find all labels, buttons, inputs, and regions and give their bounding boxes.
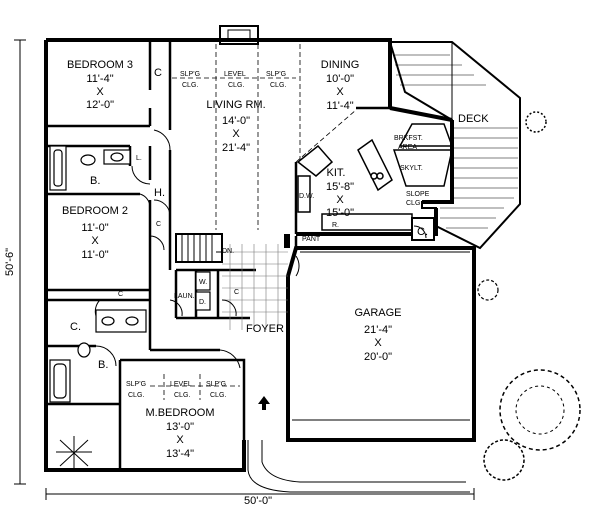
dining-depth: 11'-4": [326, 100, 353, 112]
dining-x: X: [336, 86, 344, 98]
garage: [286, 246, 476, 442]
washer-label: W.: [199, 279, 207, 286]
slpg-right: SLP'G: [266, 71, 286, 78]
kitchen-counters: [296, 123, 454, 231]
master-depth: 13'-4": [166, 448, 194, 460]
skylight-label: SKYLT.: [400, 165, 423, 172]
room-master-bedroom: M.BEDROOM 13'-0" X 13'-4": [145, 407, 214, 460]
pantry-closet-label: C.: [417, 226, 428, 238]
dining-width: 10'-0": [326, 73, 354, 85]
dimension-depth-label: 50'-6": [4, 248, 16, 276]
laundry-label: LAUN.: [174, 293, 195, 300]
living-width: 14'-0": [222, 115, 250, 127]
room-living: LIVING RM. 14'-0" X 21'-4": [206, 99, 265, 154]
master-closet-label: C.: [70, 321, 81, 333]
dimension-width: 50'-0": [45, 488, 475, 507]
exterior-walls: [44, 38, 454, 472]
room-garage: GARAGE 21'-4" X 20'-0": [354, 307, 401, 363]
master-name: M.BEDROOM: [145, 407, 214, 419]
level-mid: LEVEL: [224, 71, 246, 78]
master-bath-label: B.: [98, 359, 108, 371]
laundry-appliances: [195, 271, 211, 311]
closet-hall-1: C: [156, 221, 161, 228]
room-kitchen: KIT. 15'-8" X 15'-0": [326, 167, 354, 219]
clg-left: CLG.: [182, 82, 198, 89]
garage-depth: 20'-0": [364, 351, 392, 363]
ceiling-lines: [150, 44, 357, 400]
walkway: [247, 440, 470, 493]
room-bedroom3: BEDROOM 3 11'-4" X 12'-0": [67, 59, 133, 111]
foyer-label: FOYER: [246, 323, 284, 335]
bedroom3-x: X: [96, 86, 104, 98]
slpg-left: SLP'G: [180, 71, 200, 78]
deck-label: DECK: [458, 113, 489, 125]
closet-bedroom3: C: [154, 67, 162, 79]
bath-fixtures-master: [49, 309, 147, 403]
kitchen-depth: 15'-0": [326, 207, 354, 219]
hall-bath-label: B.: [90, 175, 100, 187]
m-slpg-left: SLP'G: [126, 381, 146, 388]
deck: DECK: [388, 41, 521, 250]
kitchen-x: X: [336, 194, 344, 206]
bedroom2-depth: 11'-0": [81, 249, 108, 261]
closet-laundry: C: [234, 289, 239, 296]
room-bedroom2: BEDROOM 2 11'-0" X 11'-0": [62, 205, 128, 261]
bedroom2-x: X: [91, 235, 99, 247]
stairs: DN.: [175, 233, 234, 263]
clg-mid: CLG.: [228, 82, 244, 89]
living-name: LIVING RM.: [206, 99, 265, 111]
living-x: X: [232, 128, 240, 140]
slope-label-1: SLOPE: [406, 191, 430, 198]
m-level: LEVEL: [170, 381, 192, 388]
master-ceiling-notes: SLP'G CLG. LEVEL CLG. SLP'G CLG.: [126, 381, 226, 399]
bedroom3-name: BEDROOM 3: [67, 59, 133, 71]
garage-width: 21'-4": [364, 324, 392, 336]
clg-right: CLG.: [270, 82, 286, 89]
brkfst-label-2: AREA: [398, 144, 417, 151]
m-clg-left: CLG.: [128, 392, 144, 399]
master-x: X: [176, 434, 184, 446]
range-label: R.: [332, 222, 339, 229]
dishwasher-label: D.W.: [299, 193, 314, 200]
m-slpg-right: SLP'G: [206, 381, 226, 388]
foyer-tile: [222, 244, 288, 330]
bedroom3-depth: 12'-0": [86, 99, 114, 111]
dimension-width-label: 50'-0": [244, 495, 272, 507]
dining-name: DINING: [321, 59, 360, 71]
room-dining: DINING 10'-0" X 11'-4": [321, 59, 360, 112]
brkfst-label-1: BRKFST.: [394, 135, 423, 142]
entry-arrow: [258, 396, 270, 410]
bedroom3-width: 11'-4": [86, 73, 113, 85]
m-clg-mid: CLG.: [174, 392, 190, 399]
pantry-label: PANT: [302, 236, 321, 243]
kitchen-name: KIT.: [327, 167, 346, 179]
bedroom2-width: 11'-0": [81, 222, 108, 234]
dimension-depth: 50'-6": [4, 39, 26, 485]
hall-label: H.: [154, 187, 165, 199]
living-depth: 21'-4": [222, 142, 250, 154]
dryer-label: D.: [199, 299, 206, 306]
master-width: 13'-0": [166, 421, 194, 433]
bedroom2-name: BEDROOM 2: [62, 205, 128, 217]
doors: [94, 129, 427, 369]
linen-label: L.: [136, 155, 142, 162]
kitchen-width: 15'-8": [326, 181, 354, 193]
bath-fixtures-hall: [49, 145, 131, 191]
garage-x: X: [374, 337, 382, 349]
slope-label-2: CLG.: [406, 200, 422, 207]
m-clg-right: CLG.: [210, 392, 226, 399]
garage-name: GARAGE: [354, 307, 401, 319]
landscaping: [56, 111, 581, 481]
stairs-down-label: DN.: [222, 248, 234, 255]
living-ceiling-notes: SLP'G CLG. LEVEL CLG. SLP'G CLG.: [180, 71, 286, 89]
pantry: [284, 217, 435, 248]
closet-hall-2: C: [118, 291, 123, 298]
